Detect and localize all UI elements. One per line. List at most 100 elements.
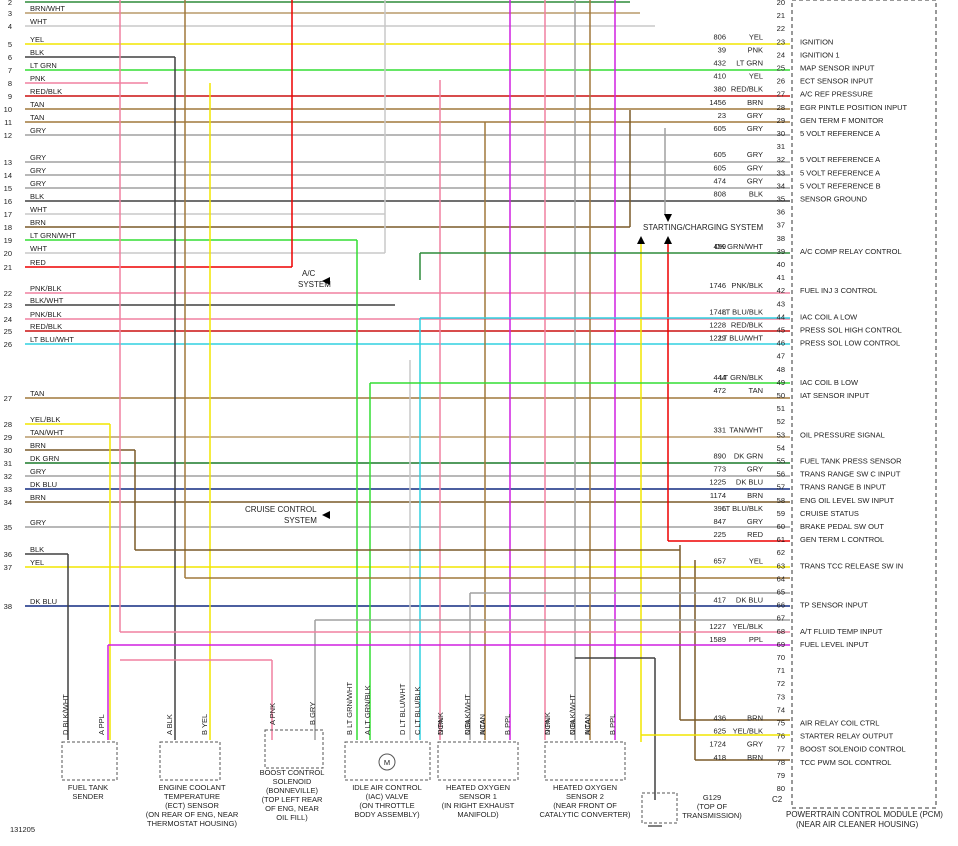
left-pin-wire-label: RED [30, 258, 46, 267]
pcm-pin-function: TRANS RANGE B INPUT [800, 483, 886, 492]
pcm-wire-color: YEL [749, 556, 763, 565]
left-pin-wire-label: WHT [30, 244, 47, 253]
pcm-pin-number: 36 [777, 208, 785, 217]
pcm-pin-number: 72 [777, 679, 785, 688]
pcm-pin-number: 44 [777, 312, 785, 321]
pcm-pin-function: BOOST SOLENOID CONTROL [800, 745, 906, 754]
pcm-pin-number: 77 [777, 745, 785, 754]
pcm-pin-function: GEN TERM L CONTROL [800, 535, 884, 544]
pcm-pin-number: 32 [777, 155, 785, 164]
left-pin-wire-label: GRY [30, 126, 46, 135]
o2-sensor-1-box [437, 741, 519, 781]
left-pin-wire-label: BLK/WHT [30, 296, 64, 305]
pcm-pin-function: A/C REF PRESSURE [800, 90, 873, 99]
left-pin-number: 13 [4, 158, 12, 167]
pcm-circuit-number: 773 [713, 465, 726, 474]
pcm-pin-function: IAT SENSOR INPUT [800, 391, 870, 400]
pcm-pin-function: TRANS RANGE SW C INPUT [800, 470, 901, 479]
pcm-pin-function: FUEL LEVEL INPUT [800, 640, 869, 649]
left-pin-wire-label: YEL [30, 558, 44, 567]
left-pin-number: 18 [4, 223, 12, 232]
ac-system-arrow-icon [322, 277, 330, 285]
pcm-pin-function: TRANS TCC RELEASE SW IN [800, 561, 903, 570]
left-pin-wire-label: BRN/WHT [30, 4, 65, 13]
starting-charging-arrow-icon-left [637, 236, 645, 244]
pcm-pin-number: 75 [777, 719, 785, 728]
left-pin-wire-label: BRN [30, 441, 46, 450]
connector-pin-label: D PNK [436, 712, 445, 735]
heated-oxygen-sensor-2-caption: HEATED OXYGEN [553, 783, 617, 792]
pcm-wire-color: LT GRN [736, 59, 763, 68]
pcm-pin-number: 51 [777, 404, 785, 413]
left-pin-number: 4 [8, 22, 12, 31]
pcm-wire-color: GRY [747, 517, 763, 526]
left-pin-number: 25 [4, 327, 12, 336]
pcm-pin-number: 35 [777, 195, 785, 204]
pcm-pin-number: 24 [777, 50, 785, 59]
pcm-pin-number: 73 [777, 692, 785, 701]
left-pin-wire-label: GRY [30, 518, 46, 527]
pcm-pin-function: EGR PINTLE POSITION INPUT [800, 103, 908, 112]
pcm-circuit-number: 380 [713, 85, 726, 94]
left-pin-wire-label: LT BLU/WHT [30, 335, 74, 344]
connector-pin-label: A PNK [268, 703, 277, 725]
ect-sensor-caption: ENGINE COOLANT [158, 783, 226, 792]
connector-pin-label: C BLK/WHT [463, 694, 472, 735]
left-pin-number: 17 [4, 210, 12, 219]
pcm-pin-number: 26 [777, 77, 785, 86]
heated-oxygen-sensor-2-caption: SENSOR 2 [566, 792, 604, 801]
pcm-wire-color: RED [747, 530, 763, 539]
pcm-circuit-number: 808 [713, 190, 726, 199]
left-pin-number: 9 [8, 92, 12, 101]
connector-pin-label: NCA [478, 719, 487, 735]
iac-motor-label: M [384, 758, 390, 767]
pcm-box [791, 0, 937, 809]
pcm-pin-number: 48 [777, 365, 785, 374]
pcm-wire-color: GRY [747, 111, 763, 120]
left-pin-wire-label: DK GRN [30, 454, 59, 463]
starting-charging-arrow-icon-right [664, 236, 672, 244]
pcm-pin-function: OIL PRESSURE SIGNAL [800, 430, 885, 439]
pcm-pin-number: 45 [777, 326, 785, 335]
pcm-pin-number: 21 [777, 11, 785, 20]
pcm-pin-number: 41 [777, 273, 785, 282]
pcm-pin-number: 25 [777, 64, 785, 73]
connector-pin-label: A LT GRN/BLK [363, 685, 372, 735]
left-pin-wire-label: DK BLU [30, 597, 57, 606]
pcm-wire-color: DK BLU [736, 478, 763, 487]
pcm-circuit-number: 396 [713, 504, 726, 513]
pcm-pin-function: MAP SENSOR INPUT [800, 64, 875, 73]
pcm-pin-number: 33 [777, 168, 785, 177]
heated-oxygen-sensor-1-caption: SENSOR 1 [459, 792, 497, 801]
left-pin-number: 27 [4, 394, 12, 403]
left-pin-wire-label: TAN [30, 113, 44, 122]
starting-charging-arrow-icon-top [664, 214, 672, 222]
fuel-tank-sender-caption: SENDER [72, 792, 104, 801]
pcm-circuit-number: 225 [713, 530, 726, 539]
left-wire-lines [25, 1, 790, 607]
left-pin-wire-label: PNK/BLK [30, 310, 62, 319]
pcm-circuit-number: 23 [718, 111, 726, 120]
left-pin-wire-label: YEL/BLK [30, 415, 60, 424]
left-pin-number: 6 [8, 53, 12, 62]
left-pin-number: 7 [8, 66, 12, 75]
pcm-wire-color: GRY [747, 150, 763, 159]
pcm-pin-number: 30 [777, 129, 785, 138]
pcm-pin-number: 58 [777, 496, 785, 505]
connector-pin-label: A TAN [478, 714, 487, 735]
connector-pin-label: B PPL [503, 714, 512, 735]
pcm-wire-color: GRY [747, 465, 763, 474]
left-pin-wire-label: GRY [30, 153, 46, 162]
pcm-wire-color: RED/BLK [731, 321, 763, 330]
pcm-circuit-number: 625 [713, 727, 726, 736]
pcm-circuit-number: 331 [713, 425, 726, 434]
cruise-control-label-2: SYSTEM [284, 516, 317, 525]
left-pin-wire-label: GRY [30, 179, 46, 188]
pcm-circuit-number: 1174 [710, 491, 726, 500]
pcm-pin-function: ECT SENSOR INPUT [800, 77, 874, 86]
left-pin-number: 32 [4, 472, 12, 481]
pcm-pin-number: 63 [777, 561, 785, 570]
pcm-pin-number: 80 [777, 784, 785, 793]
